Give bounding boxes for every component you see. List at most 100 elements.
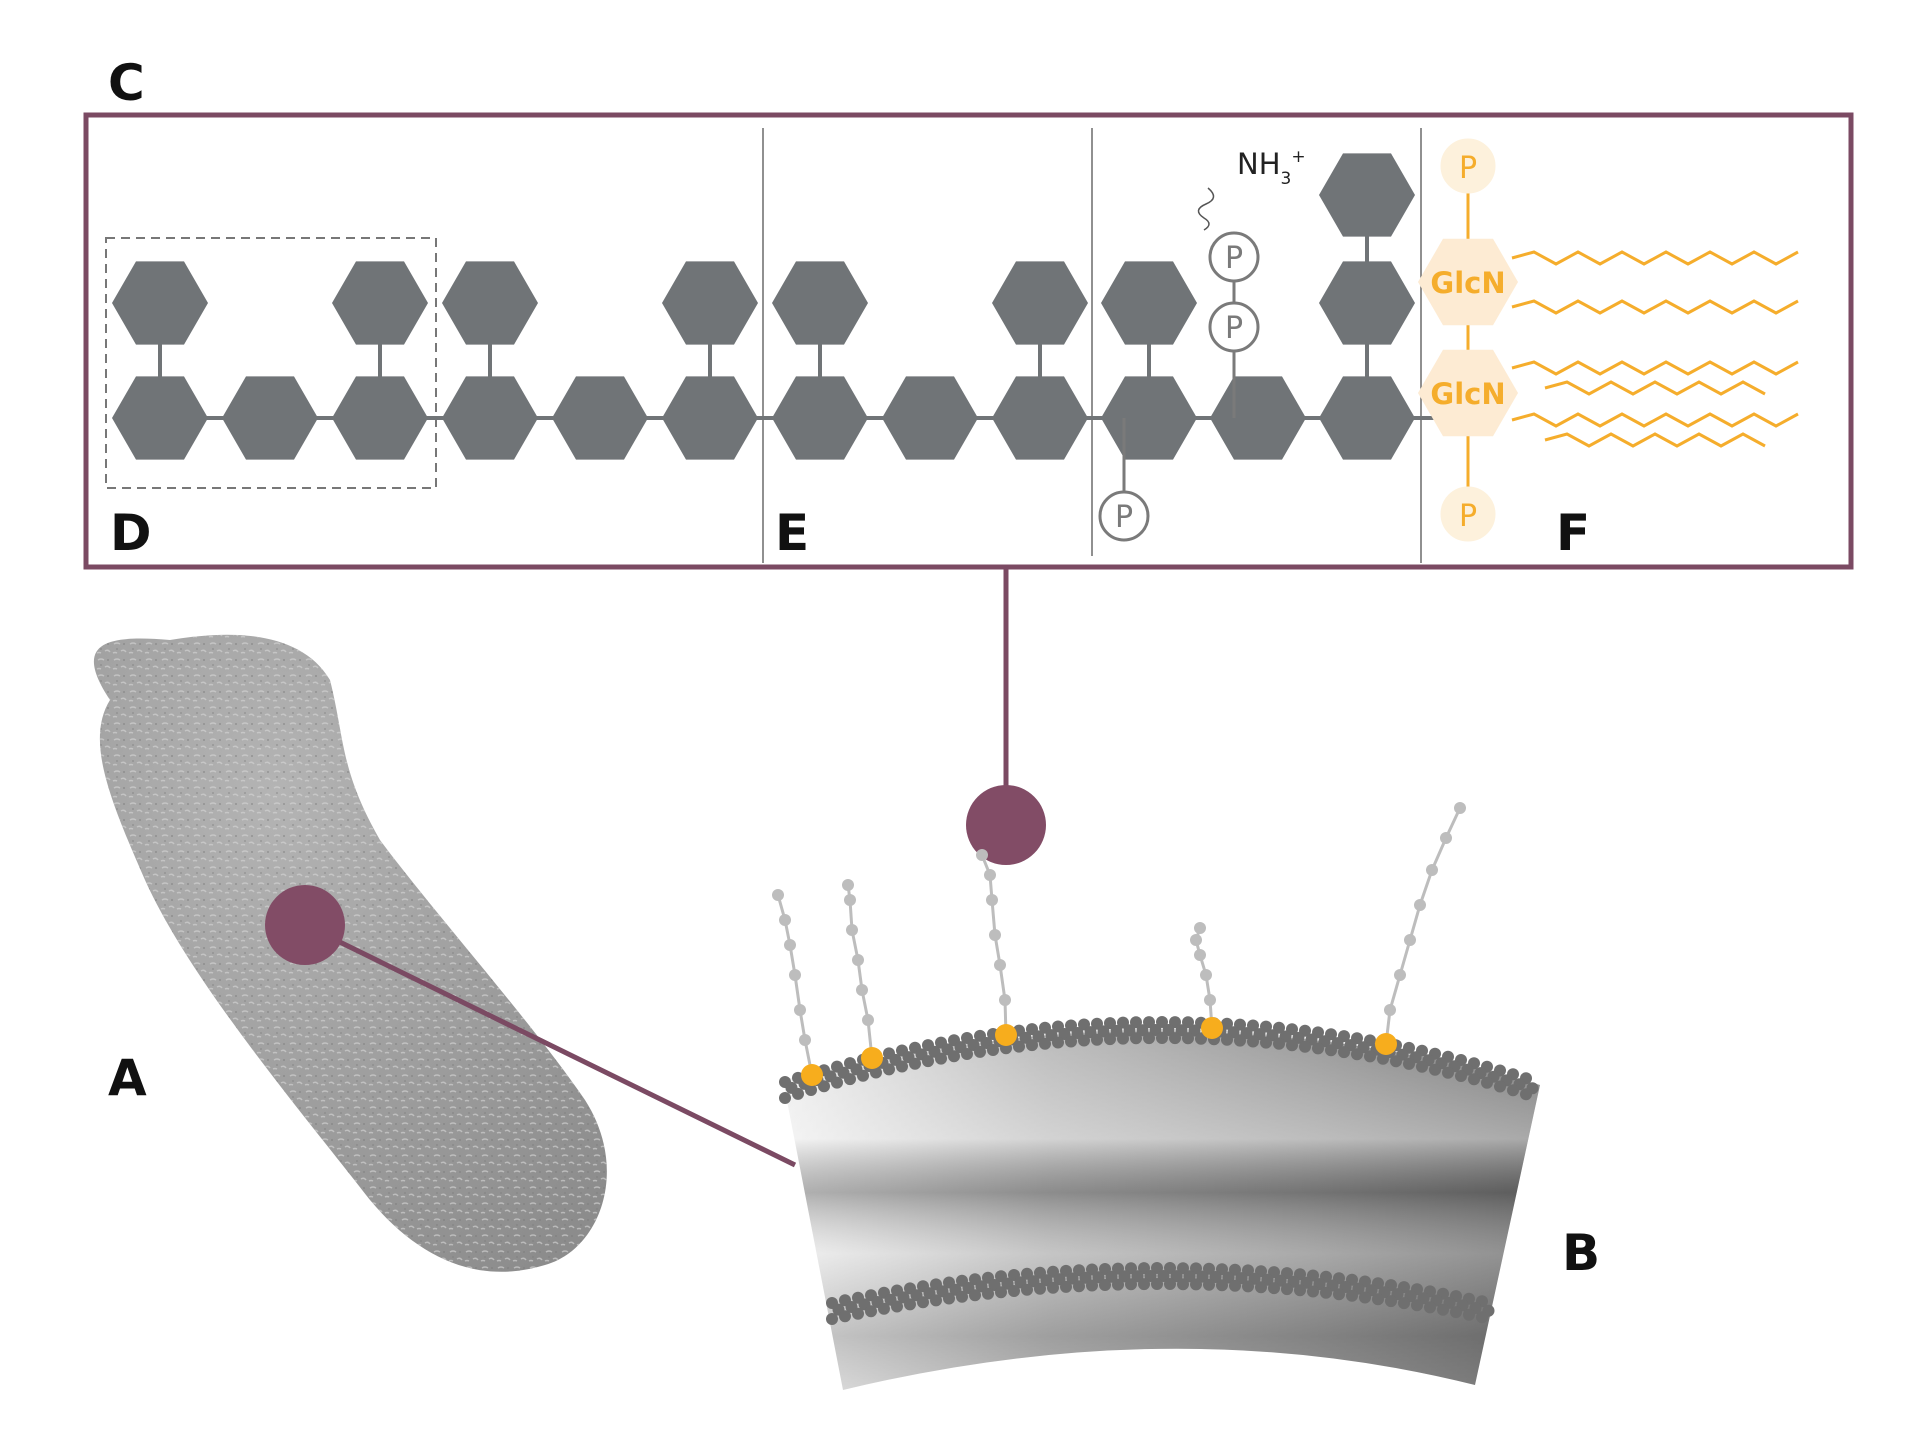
membrane-bead [1390, 1055, 1402, 1068]
lps-bead [844, 894, 856, 906]
sugar-branch [1101, 261, 1197, 345]
membrane-bead [1078, 1034, 1090, 1047]
glucosamine-residue [1418, 238, 1518, 326]
lps-bead [1440, 832, 1452, 844]
lps-bead [1200, 969, 1212, 981]
membrane-bead [1118, 1270, 1131, 1283]
membrane-bead [969, 1289, 981, 1302]
membrane-bead [883, 1063, 895, 1076]
membrane-bead [1112, 1278, 1124, 1291]
membrane-bead [1169, 1016, 1181, 1029]
phosphate-group [1208, 301, 1260, 353]
membrane-bead [1294, 1284, 1306, 1297]
membrane-bead [1008, 1285, 1020, 1297]
membrane-bead [1203, 1278, 1215, 1291]
membrane-bead [1151, 1262, 1163, 1274]
lps-bead [862, 1014, 874, 1026]
membrane-bead [1229, 1279, 1241, 1292]
phosphate-label: P [1225, 311, 1243, 346]
lps-molecules [772, 802, 1466, 1076]
membrane-bead [1117, 1032, 1129, 1045]
glucosamine-label: GlcN [1430, 266, 1505, 300]
panel-label-c: C [108, 54, 145, 112]
membrane-bead [1247, 1035, 1259, 1048]
membrane-bead [1424, 1301, 1436, 1314]
lipid-a-anchor-dot [995, 1024, 1017, 1046]
lps-bead [1404, 934, 1416, 946]
membrane-bead [982, 1287, 994, 1300]
membrane-bead [1364, 1050, 1376, 1063]
panel-c-frame [83, 112, 1854, 570]
membrane-bead [1203, 1262, 1215, 1275]
membrane-bead [1021, 1283, 1033, 1296]
membrane-bead [1299, 1040, 1311, 1053]
membrane-bead [1086, 1279, 1098, 1292]
membrane-bead [1123, 1024, 1136, 1037]
membrane-bead [1385, 1295, 1397, 1308]
membrane-bead [792, 1087, 804, 1100]
lps-bead [1194, 922, 1206, 934]
lipid-a-phosphate [1440, 486, 1496, 542]
membrane-bead [1281, 1283, 1293, 1296]
membrane-bead [1351, 1048, 1363, 1061]
membrane-bead [818, 1080, 830, 1093]
lps-bead [846, 924, 858, 936]
lps-bead [772, 889, 784, 901]
membrane-bead [891, 1300, 903, 1313]
lipid-a-anchors [801, 1017, 1397, 1086]
membrane-bead [1156, 1032, 1168, 1044]
membrane-bead [1177, 1262, 1189, 1275]
sugar-branch [1319, 261, 1415, 345]
lps-bead [799, 1034, 811, 1046]
lps-bead [794, 1004, 806, 1016]
membrane-bead [1346, 1289, 1358, 1302]
lps-strand [980, 854, 1008, 1036]
glucosamine-residue [1418, 349, 1518, 437]
lipid-a-anchor-dot [1201, 1017, 1223, 1039]
bacterium [93, 634, 607, 1272]
lps-bead [789, 969, 801, 981]
sugar-residue [1319, 376, 1415, 460]
membrane-bead [1151, 1278, 1163, 1290]
connector-c-to-b [966, 567, 1046, 865]
fatty-acid-chain [1511, 412, 1799, 428]
membrane-bead [1026, 1039, 1038, 1052]
membrane-bead [1242, 1280, 1254, 1293]
membrane-bead [904, 1298, 916, 1311]
membrane-bead [961, 1048, 973, 1060]
membrane-bead [779, 1092, 791, 1104]
sugar-branch [112, 261, 208, 345]
phosphate-group [1098, 490, 1150, 542]
lps-bead [1454, 802, 1466, 814]
membrane-bead [1442, 1066, 1454, 1079]
sugar-residue [222, 376, 318, 460]
membrane-bead [930, 1294, 942, 1307]
connector-a-to-b [265, 885, 797, 1168]
ammonium-group: NH3+ [1197, 147, 1306, 231]
membrane-bead [1138, 1262, 1150, 1275]
membrane-bead [1130, 1032, 1142, 1045]
lps-bead [1384, 1004, 1396, 1016]
membrane-bead [839, 1310, 851, 1323]
sugar-branch [772, 261, 868, 345]
membrane-bead [1398, 1297, 1410, 1310]
phosphate-label: P [1459, 151, 1477, 186]
sugar-branch [1319, 153, 1415, 237]
sugar-residue [662, 376, 758, 460]
membrane-bead [826, 1313, 838, 1325]
membrane-bead [1131, 1270, 1144, 1283]
membrane-bead [1169, 1032, 1181, 1045]
sugar-branch [332, 261, 428, 345]
membrane-bead [1416, 1060, 1428, 1073]
membrane-bead [1170, 1270, 1183, 1283]
fatty-acid-chain [1544, 380, 1766, 396]
membrane-bead [1065, 1035, 1077, 1048]
membrane-bead [1047, 1281, 1059, 1294]
membrane-bead [1183, 1270, 1196, 1283]
membrane-bead [1403, 1057, 1415, 1070]
membrane-bead [844, 1073, 856, 1086]
membrane-bead [1195, 1032, 1207, 1045]
lps-bead [1394, 969, 1406, 981]
section-dividers [762, 128, 1422, 563]
